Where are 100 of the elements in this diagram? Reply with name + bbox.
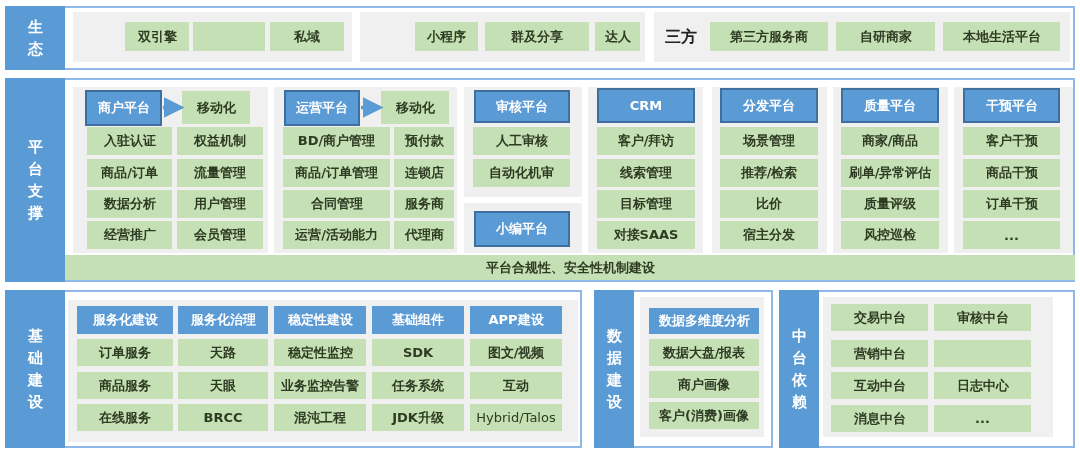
feature-box: 比价: [720, 190, 818, 218]
feature-box: 刷单/异常评估: [841, 159, 939, 187]
platform-header: 审核平台: [474, 90, 570, 123]
feature-box: 订单服务: [77, 339, 173, 366]
feature-box: 移动化: [182, 91, 250, 124]
feature-box: 商户画像: [649, 371, 759, 398]
feature-box: 经营推广: [87, 221, 172, 249]
feature-box: 数据分析: [87, 190, 172, 218]
feature-box: 客户干预: [963, 127, 1060, 155]
feature-box: 代理商: [394, 221, 454, 249]
platform-header: 商户平台: [85, 90, 162, 126]
group-panel: [640, 297, 764, 437]
category-header: 数据多维度分析: [649, 308, 759, 334]
feature-box: 人工审核: [473, 127, 570, 155]
feature-box: 连锁店: [394, 159, 454, 187]
feature-box: SDK: [372, 339, 464, 366]
section-frame: [5, 78, 1075, 282]
feature-box: 客户(消费)画像: [649, 402, 759, 429]
group-panel: [588, 87, 703, 253]
group-panel: [954, 87, 1073, 253]
feature-box: 小程序: [415, 22, 478, 51]
feature-box: 运营/活动能力: [283, 221, 390, 249]
feature-box: 权益机制: [177, 127, 263, 155]
feature-box: 风控巡检: [841, 221, 939, 249]
feature-box: 交易中台: [831, 304, 928, 331]
feature-box: 在线服务: [77, 404, 173, 431]
section-label: 生态: [5, 6, 65, 70]
feature-box: 自研商家: [836, 22, 935, 51]
feature-box: 天眼: [178, 372, 268, 399]
feature-box: 线索管理: [597, 159, 695, 187]
feature-box: 业务监控告警: [274, 372, 366, 399]
feature-box: 流量管理: [177, 159, 263, 187]
feature-box: 商家/商品: [841, 127, 939, 155]
arrow: [361, 97, 384, 118]
feature-box: 审核中台: [934, 304, 1031, 331]
feature-box: 互动中台: [831, 372, 928, 399]
feature-box: 商品服务: [77, 372, 173, 399]
feature-box: [934, 340, 1031, 367]
feature-box: 商品干预: [963, 159, 1060, 187]
feature-box: 群及分享: [485, 22, 589, 51]
feature-box: 天路: [178, 339, 268, 366]
feature-box: ...: [934, 405, 1031, 432]
group-panel: [654, 12, 1070, 62]
feature-box: 任务系统: [372, 372, 464, 399]
feature-box: 合同管理: [283, 190, 390, 218]
section-label: 基础建设: [5, 290, 65, 448]
feature-box: 第三方服务商: [710, 22, 828, 51]
feature-box: 场景管理: [720, 127, 818, 155]
category-header: APP建设: [470, 306, 562, 334]
section-label: 中台依赖: [779, 290, 819, 448]
feature-box: 商品/订单: [87, 159, 172, 187]
section-label: 数据建设: [594, 290, 634, 448]
feature-box: [193, 22, 265, 51]
feature-box: BRCC: [178, 404, 268, 431]
group-panel: [823, 297, 1053, 437]
feature-box: 双引擎: [125, 22, 189, 51]
feature-box: 服务商: [394, 190, 454, 218]
platform-header: 小编平台: [474, 211, 570, 247]
group-panel: [68, 300, 578, 442]
feature-box: 订单干预: [963, 190, 1060, 218]
category-header: 服务化建设: [77, 306, 173, 334]
feature-box: 自动化机审: [473, 159, 570, 187]
feature-box: 推荐/检索: [720, 159, 818, 187]
section-frame: [5, 6, 1075, 70]
group-panel: [73, 12, 352, 62]
feature-box: 私域: [270, 22, 344, 51]
feature-box: 用户管理: [177, 190, 263, 218]
feature-box: 本地生活平台: [943, 22, 1060, 51]
feature-box: 消息中台: [831, 405, 928, 432]
category-header: 基础组件: [372, 306, 464, 334]
feature-box: 对接SAAS: [597, 221, 695, 249]
platform-header: 分发平台: [720, 88, 818, 123]
compliance-bar: 平台合规性、安全性机制建设: [65, 255, 1075, 280]
platform-header: 干预平台: [963, 88, 1060, 123]
feature-box: 目标管理: [597, 190, 695, 218]
feature-box: 会员管理: [177, 221, 263, 249]
feature-box: 图文/视频: [470, 339, 562, 366]
feature-box: JDK升级: [372, 404, 464, 431]
section-frame: [594, 290, 773, 448]
feature-box: 宿主分发: [720, 221, 818, 249]
feature-box: 移动化: [381, 91, 449, 124]
group-panel: [464, 87, 582, 197]
feature-box: 数据大盘/报表: [649, 339, 759, 366]
feature-box: BD/商户管理: [283, 127, 390, 155]
section-frame: [5, 290, 582, 448]
platform-header: 质量平台: [841, 88, 939, 123]
feature-box: 商品/订单管理: [283, 159, 390, 187]
feature-box: 互动: [470, 372, 562, 399]
feature-box: 日志中心: [934, 372, 1031, 399]
platform-header: 运营平台: [284, 90, 360, 126]
feature-box: Hybrid/Talos: [470, 404, 562, 431]
group-panel: [274, 87, 457, 253]
feature-box: 达人: [595, 22, 640, 51]
group-panel: [73, 87, 268, 253]
feature-box: 预付款: [394, 127, 454, 155]
section-frame: [779, 290, 1075, 448]
feature-box: 混沌工程: [274, 404, 366, 431]
feature-box: 客户/拜访: [597, 127, 695, 155]
group-heading: 三方: [665, 25, 697, 48]
category-header: 服务化治理: [178, 306, 268, 334]
